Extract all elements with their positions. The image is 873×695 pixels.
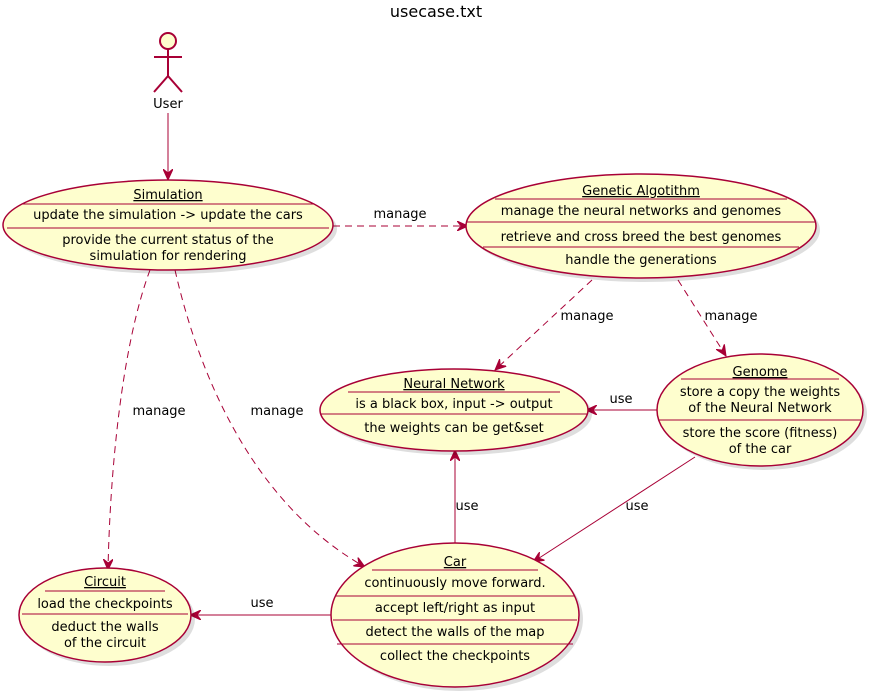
usecase-line: retrieve and cross breed the best genome… [501, 230, 782, 245]
usecase-line: is a black box, input -> output [355, 397, 552, 412]
usecase-genetic-algorithm: Genetic Algotithm manage the neural netw… [465, 173, 820, 282]
edge-simulation-car [174, 269, 365, 567]
usecase-circuit: Circuit load the checkpoints deduct the … [18, 567, 195, 666]
diagram-title: usecase.txt [390, 2, 482, 21]
actor-user: User [153, 32, 183, 112]
usecase-line: of the circuit [64, 636, 146, 651]
usecase-line: update the simulation -> update the cars [33, 208, 303, 223]
edge-label-car-circuit: use [250, 596, 273, 611]
edge-label-genome-car: use [625, 499, 648, 514]
usecase-title: Genetic Algotithm [582, 184, 700, 199]
actor-head [159, 32, 177, 50]
edge-label-simulation-genetic: manage [373, 207, 426, 222]
edge-genetic-neural [495, 279, 593, 370]
usecase-car: Car continuously move forward. accept le… [330, 542, 583, 691]
usecase-neural-network: Neural Network is a black box, input -> … [319, 368, 592, 455]
usecase-line: of the car [729, 442, 792, 457]
usecase-line: the weights can be get&set [364, 421, 543, 436]
usecase-line: load the checkpoints [37, 597, 173, 612]
usecase-line: handle the generations [565, 253, 717, 268]
usecase-line: collect the checkpoints [380, 649, 530, 664]
edge-label-simulation-car: manage [250, 404, 303, 419]
usecase-title: Simulation [133, 188, 202, 203]
usecase-simulation: Simulation update the simulation -> upda… [2, 179, 337, 274]
usecase-line: of the Neural Network [688, 401, 832, 416]
relations: manage manage manage manage manage use u… [108, 113, 758, 615]
edge-label-genome-neural: use [609, 392, 632, 407]
edge-label-car-neural: use [455, 499, 478, 514]
edge-label-genetic-genome: manage [704, 309, 757, 324]
edge-simulation-circuit [108, 269, 151, 570]
usecase-line: deduct the walls [51, 620, 158, 635]
usecase-line: continuously move forward. [364, 576, 545, 591]
edge-genetic-genome [677, 279, 726, 356]
edge-genome-car [533, 456, 696, 562]
usecase-line: provide the current status of the [62, 233, 274, 248]
usecase-genome: Genome store a copy the weights of the N… [656, 353, 867, 470]
usecase-title: Genome [733, 365, 788, 380]
actor-label: User [153, 97, 183, 112]
edge-label-simulation-circuit: manage [132, 404, 185, 419]
actor-left-leg [153, 75, 169, 93]
usecase-line: store a copy the weights [680, 385, 841, 400]
usecase-title: Car [444, 555, 467, 570]
usecase-line: accept left/right as input [375, 601, 535, 616]
usecase-title: Neural Network [403, 377, 505, 392]
usecase-line: manage the neural networks and genomes [501, 204, 782, 219]
usecase-title: Circuit [84, 575, 126, 590]
usecase-line: detect the walls of the map [366, 625, 545, 640]
usecase-line: simulation for rendering [90, 249, 247, 264]
edge-label-genetic-neural: manage [560, 309, 613, 324]
usecase-line: store the score (fitness) [683, 426, 838, 441]
actor-right-leg [167, 75, 183, 93]
